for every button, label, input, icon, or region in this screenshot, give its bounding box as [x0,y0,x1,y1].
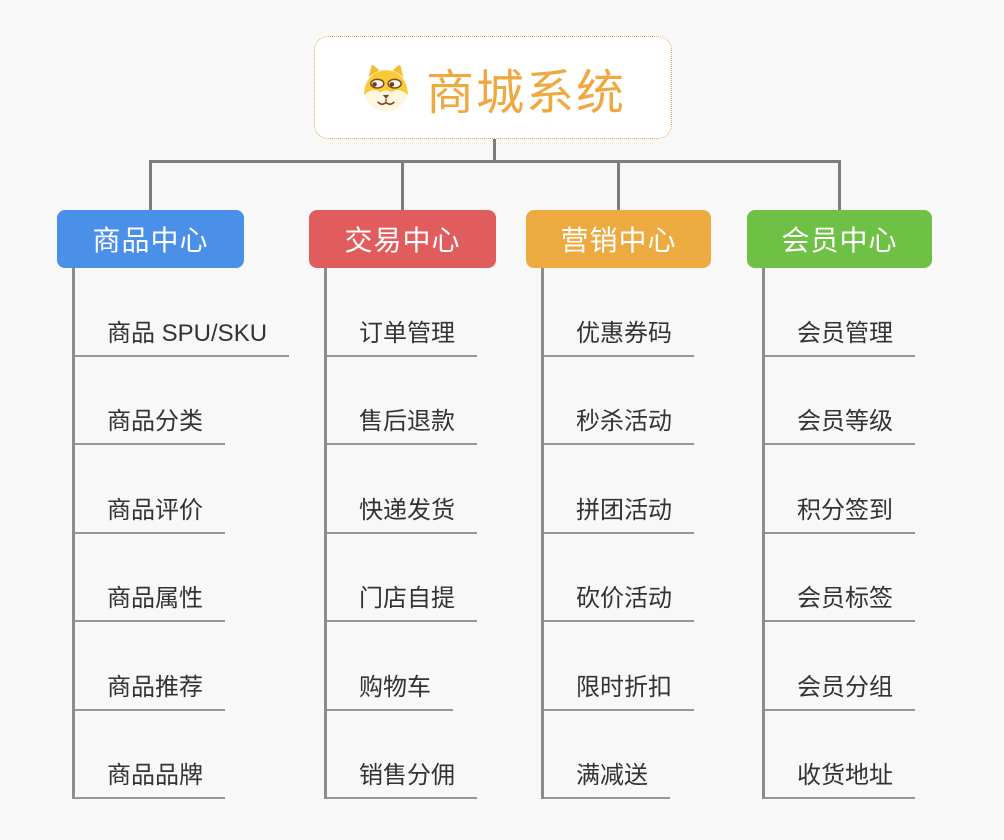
connector-drop-marketing [617,160,620,210]
leaf-node[interactable]: 商品分类 [75,357,289,445]
branch-children-trade: 订单管理 售后退款 快递发货 门店自提 购物车 销售分佣 [324,268,477,799]
branch-children-member: 会员管理 会员等级 积分签到 会员标签 会员分组 收货地址 [762,268,915,799]
leaf-label: 门店自提 [327,585,477,622]
leaf-node[interactable]: 收货地址 [765,711,915,799]
leaf-label: 商品品牌 [75,762,225,799]
leaf-label: 会员等级 [765,408,915,445]
leaf-label: 限时折扣 [544,674,694,711]
leaf-label: 会员分组 [765,674,915,711]
leaf-node[interactable]: 售后退款 [327,357,477,445]
branch-marketing-center: 营销中心 优惠券码 秒杀活动 拼团活动 砍价活动 限时折扣 满减送 [526,210,711,799]
leaf-node[interactable]: 商品推荐 [75,622,289,711]
branch-trade-center: 交易中心 订单管理 售后退款 快递发货 门店自提 购物车 销售分佣 [309,210,496,799]
leaf-label: 商品 SPU/SKU [75,320,290,357]
branch-label: 商品中心 [92,225,209,256]
leaf-node[interactable]: 门店自提 [327,534,477,622]
connector-drop-member [838,160,841,210]
leaf-label: 收货地址 [765,762,915,799]
branch-label: 营销中心 [560,225,677,256]
leaf-label: 销售分佣 [327,762,477,799]
root-node[interactable]: 商城系统 [314,36,672,139]
leaf-label: 拼团活动 [544,497,694,534]
leaf-node[interactable]: 积分签到 [765,445,915,534]
leaf-node[interactable]: 商品 SPU/SKU [75,268,290,357]
connector-bus [149,160,841,163]
branch-product-center: 商品中心 商品 SPU/SKU 商品分类 商品评价 商品属性 商品推荐 商品品牌 [57,210,290,799]
branch-header-marketing-center[interactable]: 营销中心 [526,210,711,268]
leaf-node[interactable]: 砍价活动 [544,534,694,622]
leaf-label: 快递发货 [327,497,477,534]
leaf-label: 秒杀活动 [544,408,694,445]
leaf-label: 商品评价 [75,497,225,534]
leaf-label: 购物车 [327,674,453,711]
leaf-label: 砍价活动 [544,585,694,622]
leaf-node[interactable]: 会员等级 [765,357,915,445]
branch-children-product: 商品 SPU/SKU 商品分类 商品评价 商品属性 商品推荐 商品品牌 [72,268,290,799]
leaf-node[interactable]: 商品属性 [75,534,289,622]
shiba-dog-icon [360,61,412,115]
branch-label: 交易中心 [344,225,461,256]
leaf-node[interactable]: 秒杀活动 [544,357,694,445]
leaf-node[interactable]: 购物车 [327,622,477,711]
leaf-node[interactable]: 拼团活动 [544,445,694,534]
leaf-node[interactable]: 订单管理 [327,268,477,357]
leaf-label: 商品属性 [75,585,225,622]
branch-children-marketing: 优惠券码 秒杀活动 拼团活动 砍价活动 限时折扣 满减送 [541,268,694,799]
leaf-node[interactable]: 会员分组 [765,622,915,711]
leaf-label: 商品推荐 [75,674,225,711]
leaf-node[interactable]: 会员标签 [765,534,915,622]
leaf-node[interactable]: 满减送 [544,711,694,799]
leaf-node[interactable]: 商品评价 [75,445,289,534]
leaf-node[interactable]: 优惠券码 [544,268,694,357]
leaf-node[interactable]: 限时折扣 [544,622,694,711]
leaf-node[interactable]: 销售分佣 [327,711,477,799]
root-label: 商城系统 [425,66,626,120]
branch-header-member-center[interactable]: 会员中心 [747,210,932,268]
leaf-label: 售后退款 [327,408,477,445]
leaf-label: 订单管理 [327,320,477,357]
branch-header-trade-center[interactable]: 交易中心 [309,210,496,268]
leaf-label: 优惠券码 [544,320,694,357]
leaf-label: 满减送 [544,762,670,799]
leaf-node[interactable]: 快递发货 [327,445,477,534]
connector-root-stem [493,139,496,162]
connector-drop-product [149,160,152,210]
connector-drop-trade [401,160,404,210]
leaf-label: 会员管理 [765,320,915,357]
leaf-label: 积分签到 [765,497,915,534]
branch-label: 会员中心 [781,225,898,256]
branch-member-center: 会员中心 会员管理 会员等级 积分签到 会员标签 会员分组 收货地址 [747,210,932,799]
leaf-label: 会员标签 [765,585,915,622]
leaf-node[interactable]: 会员管理 [765,268,915,357]
branch-header-product-center[interactable]: 商品中心 [57,210,244,268]
leaf-label: 商品分类 [75,408,225,445]
leaf-node[interactable]: 商品品牌 [75,711,289,799]
